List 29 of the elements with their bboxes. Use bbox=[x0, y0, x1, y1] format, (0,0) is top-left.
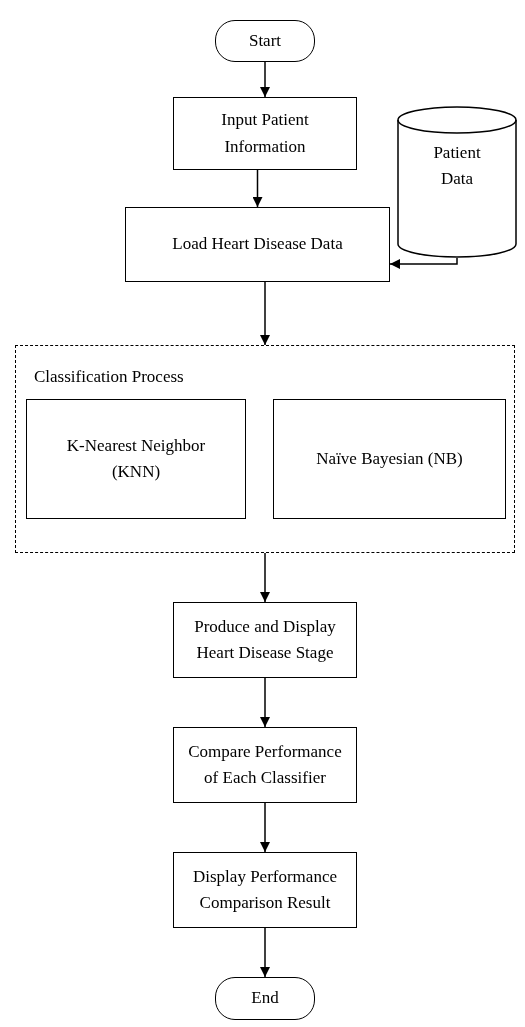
process-box bbox=[273, 399, 506, 519]
arrow bbox=[260, 281, 270, 346]
process-box bbox=[173, 852, 357, 928]
group-title: Classification Process bbox=[33, 366, 185, 388]
process-box bbox=[173, 602, 357, 678]
arrow bbox=[260, 552, 270, 603]
terminal-shape bbox=[215, 20, 315, 62]
process-box bbox=[26, 399, 246, 519]
arrow bbox=[252, 169, 263, 208]
process-box bbox=[125, 207, 390, 282]
terminal-shape bbox=[215, 977, 315, 1020]
node-label: Naïve Bayesian (NB) bbox=[315, 447, 464, 470]
arrow bbox=[260, 677, 270, 728]
node-label: Display Performance Comparison Result bbox=[192, 865, 338, 914]
node-label: Input Patient Information bbox=[220, 109, 310, 158]
node-label: Start bbox=[247, 29, 283, 52]
arrow bbox=[389, 257, 458, 269]
node-label: Load Heart Disease Data bbox=[171, 233, 344, 256]
node-label: Produce and Display Heart Disease Stage bbox=[193, 615, 337, 664]
node-label: Compare Performance of Each Classifier bbox=[187, 740, 343, 789]
arrow bbox=[260, 802, 270, 853]
node-label: K-Nearest Neighbor (KNN) bbox=[65, 434, 207, 483]
node-label: Patient Data bbox=[432, 142, 482, 191]
dashed-group-box bbox=[15, 345, 515, 553]
process-box bbox=[173, 97, 357, 170]
arrow bbox=[260, 927, 270, 978]
process-box bbox=[173, 727, 357, 803]
node-label: End bbox=[250, 987, 280, 1010]
arrow bbox=[260, 61, 270, 98]
